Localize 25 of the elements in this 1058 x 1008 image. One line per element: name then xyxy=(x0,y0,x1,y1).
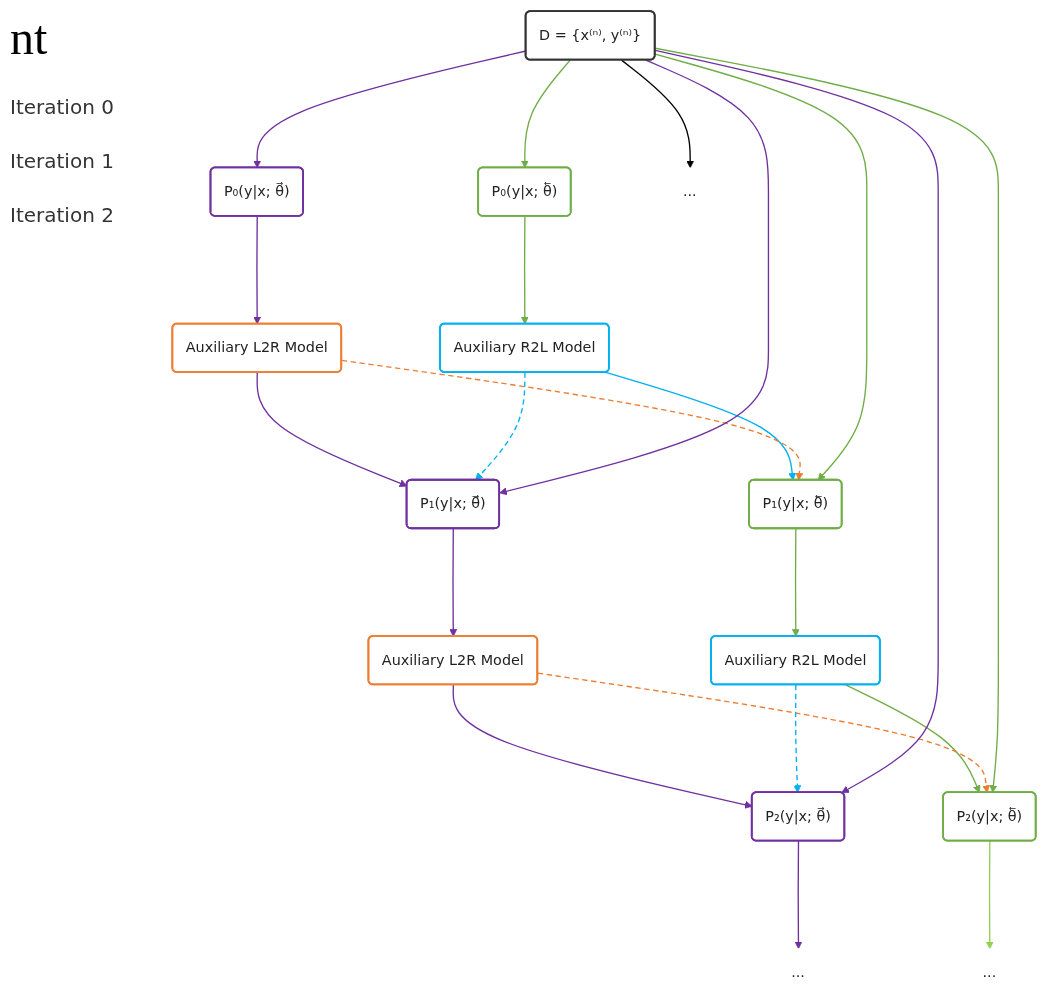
arrow xyxy=(845,684,981,793)
arrow xyxy=(791,528,800,637)
iteration-label: Iteration 1 xyxy=(10,149,115,173)
arrow xyxy=(654,47,1000,793)
arrow xyxy=(620,59,695,169)
arrow xyxy=(537,672,991,793)
arrow xyxy=(793,684,802,793)
arrow xyxy=(985,840,994,950)
title-fragment: nt xyxy=(10,10,49,65)
arrow xyxy=(520,215,529,325)
arrow xyxy=(794,840,803,950)
node-text: ... xyxy=(682,182,697,200)
arrow xyxy=(605,371,797,481)
node-text: ... xyxy=(791,963,805,981)
arrow xyxy=(520,59,571,169)
node-text: ... xyxy=(982,963,997,981)
arrow xyxy=(499,59,770,496)
arrow xyxy=(654,53,868,481)
iteration-label: Iteration 2 xyxy=(10,203,115,227)
arrow xyxy=(654,49,939,794)
arrow xyxy=(253,215,262,325)
iteration-label: Iteration 0 xyxy=(10,95,115,119)
arrow xyxy=(449,528,458,637)
arrow xyxy=(341,359,804,481)
arrow xyxy=(475,371,526,481)
